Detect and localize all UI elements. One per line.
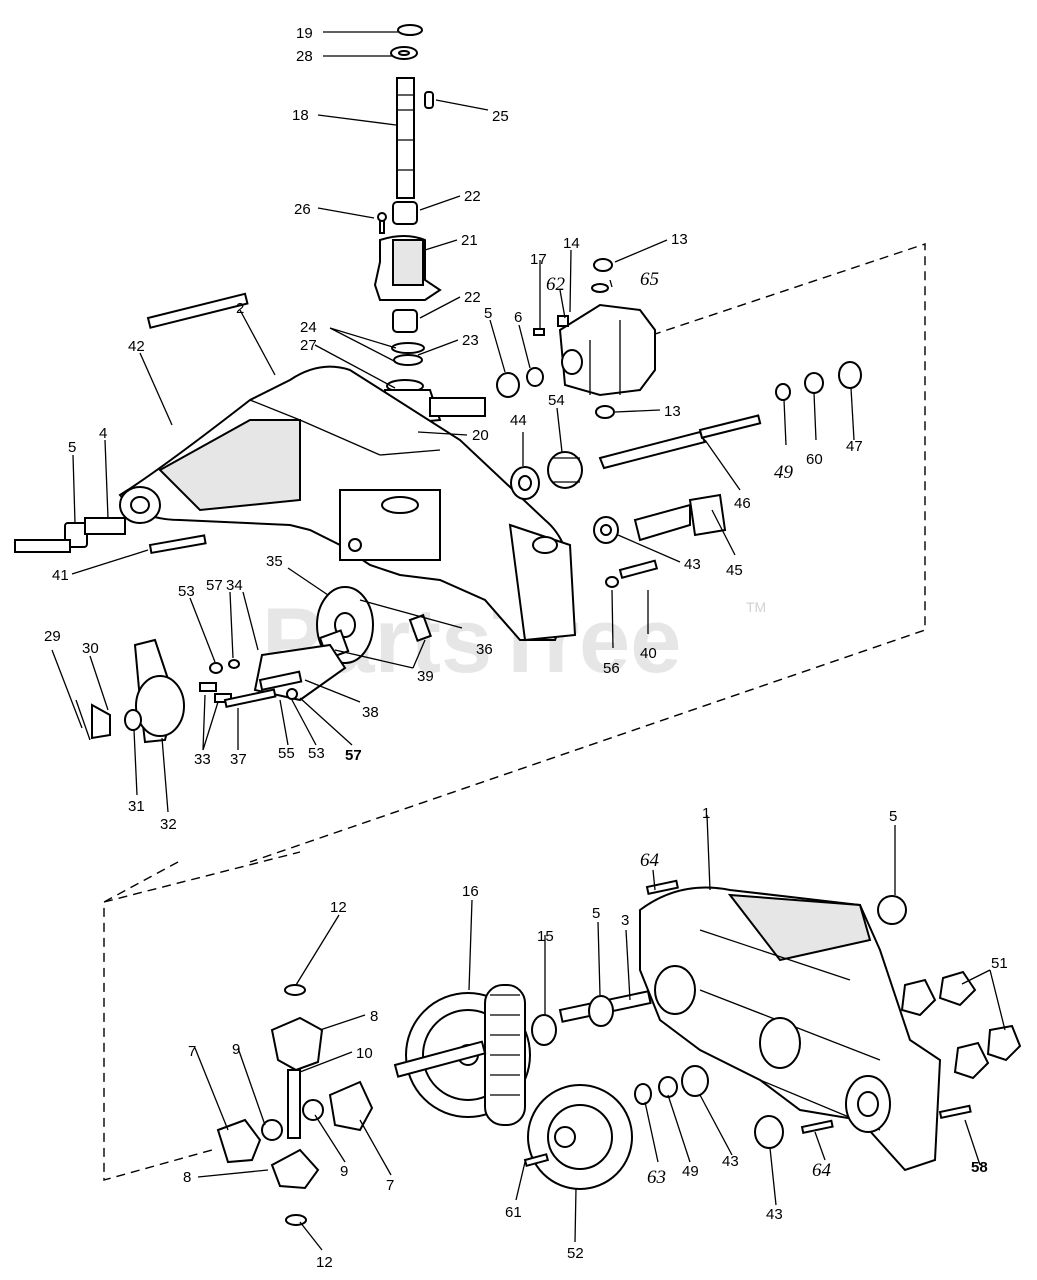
callout-52: 52 <box>567 1245 584 1262</box>
callout-7-right: 7 <box>386 1177 394 1194</box>
callout-34: 34 <box>226 577 243 594</box>
callout-57-upper: 57 <box>206 577 223 594</box>
callout-9-right: 9 <box>340 1163 348 1180</box>
callout-45: 45 <box>726 562 743 579</box>
callout-18: 18 <box>292 107 309 124</box>
callout-44: 44 <box>510 412 527 429</box>
callout-15: 15 <box>537 928 554 945</box>
callout-22-mid: 22 <box>464 289 481 306</box>
callout-64-bottom: 64 <box>812 1160 832 1181</box>
callout-60: 60 <box>806 451 823 468</box>
callout-62: 62 <box>546 274 566 295</box>
callout-4: 4 <box>99 425 107 442</box>
callout-39: 39 <box>417 668 434 685</box>
callout-9-left: 9 <box>232 1041 240 1058</box>
callout-16: 16 <box>462 883 479 900</box>
differential-gears <box>216 984 374 1226</box>
callout-22-top: 22 <box>464 188 481 205</box>
callout-1: 1 <box>702 805 710 822</box>
watermark-trademark: TM <box>746 599 766 615</box>
callout-21: 21 <box>461 232 478 249</box>
callout-63: 63 <box>647 1167 666 1188</box>
callout-labels: 19 28 25 18 22 26 21 13 65 17 62 14 22 2… <box>44 25 1008 1271</box>
callout-53-upper: 53 <box>178 583 195 600</box>
callout-47: 47 <box>846 438 863 455</box>
callout-31: 31 <box>128 798 145 815</box>
callout-41: 41 <box>52 567 69 584</box>
callout-32: 32 <box>160 816 177 833</box>
callout-12-bottom: 12 <box>316 1254 333 1271</box>
callout-7-left: 7 <box>188 1043 196 1060</box>
upper-right-cover-and-shafts <box>496 258 862 588</box>
callout-19: 19 <box>296 25 313 42</box>
callout-29: 29 <box>44 628 61 645</box>
callout-37: 37 <box>230 751 247 768</box>
brake-assembly <box>75 586 432 744</box>
callout-28: 28 <box>296 48 313 65</box>
callout-13-mid: 13 <box>664 403 681 420</box>
callout-38: 38 <box>362 704 379 721</box>
callout-35: 35 <box>266 553 283 570</box>
callout-57-lower: 57 <box>345 747 362 764</box>
callout-61: 61 <box>505 1204 522 1221</box>
callout-25: 25 <box>492 108 509 125</box>
callout-49-upper: 49 <box>774 462 794 483</box>
callout-20: 20 <box>472 427 489 444</box>
callout-53-lower: 53 <box>308 745 325 762</box>
callout-43-upper: 43 <box>684 556 701 573</box>
input-shaft-stack <box>373 24 486 436</box>
callout-43-lower-bottom: 43 <box>766 1206 783 1223</box>
callout-64-top: 64 <box>640 850 660 871</box>
transmission-housing-lower <box>639 879 1022 1172</box>
callout-5-upper-right: 5 <box>484 305 492 322</box>
callout-36: 36 <box>476 641 493 658</box>
callout-12-top: 12 <box>330 899 347 916</box>
callout-55: 55 <box>278 745 295 762</box>
callout-33: 33 <box>194 751 211 768</box>
callout-5-lower-mid: 5 <box>592 905 600 922</box>
callout-51: 51 <box>991 955 1008 972</box>
callout-5-left: 5 <box>68 439 76 456</box>
callout-42: 42 <box>128 338 145 355</box>
callout-40: 40 <box>640 645 657 662</box>
callout-27: 27 <box>300 337 317 354</box>
callout-10: 10 <box>356 1045 373 1062</box>
callout-43-lower-mid: 43 <box>722 1153 739 1170</box>
callout-54: 54 <box>548 392 565 409</box>
callout-5-lower-right: 5 <box>889 808 897 825</box>
callout-6: 6 <box>514 309 522 326</box>
callout-17: 17 <box>530 251 547 268</box>
callout-26: 26 <box>294 201 311 218</box>
callout-8-bottom: 8 <box>183 1169 191 1186</box>
callout-8-top: 8 <box>370 1008 378 1025</box>
lower-gears-and-axle <box>393 984 784 1190</box>
callout-65: 65 <box>640 269 659 290</box>
callout-13-top: 13 <box>671 231 688 248</box>
callout-58: 58 <box>971 1159 988 1176</box>
dashed-separators <box>103 243 926 1181</box>
leader-lines <box>51 31 1006 1251</box>
callout-49-lower: 49 <box>682 1163 699 1180</box>
callout-23: 23 <box>462 332 479 349</box>
callout-2: 2 <box>236 300 244 317</box>
callout-56: 56 <box>603 660 620 677</box>
callout-24: 24 <box>300 319 317 336</box>
callout-30: 30 <box>82 640 99 657</box>
callout-14: 14 <box>563 235 580 252</box>
callout-3: 3 <box>621 912 629 929</box>
transmission-housing-upper <box>14 292 577 642</box>
callout-46: 46 <box>734 495 751 512</box>
